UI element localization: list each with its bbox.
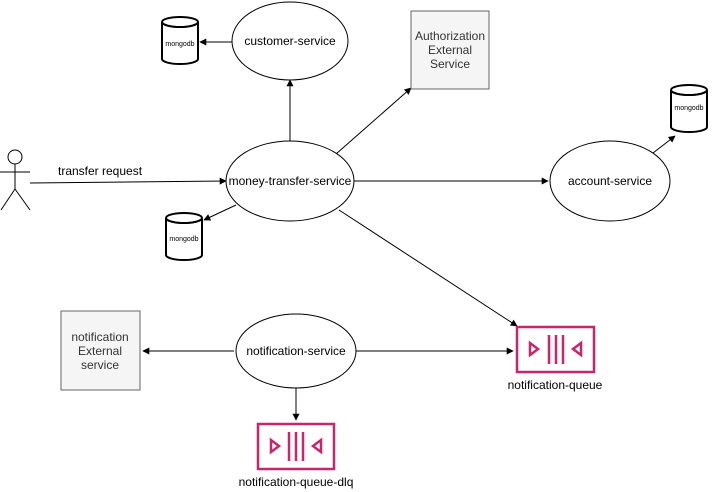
node-money-transfer-service[interactable]: money-transfer-service	[225, 140, 355, 222]
node-notification-external-service[interactable]: notification External service	[60, 310, 141, 391]
edge-money-transfer-to-authorization	[335, 87, 412, 155]
notification-queue-dlq-label: notification-queue-dlq	[239, 475, 354, 489]
authorization-label-line-1: Authorization	[415, 29, 485, 43]
database-icon-account[interactable]: mongodb	[670, 84, 708, 133]
user-actor-icon	[0, 149, 31, 211]
node-account-service[interactable]: account-service	[549, 140, 671, 222]
notification-external-label-line-3: service	[81, 358, 119, 372]
notification-external-label-line-2: External	[78, 344, 122, 358]
authorization-label-line-3: Service	[430, 57, 470, 71]
node-money-transfer-service-label: money-transfer-service	[229, 174, 352, 188]
queue-icon	[256, 422, 336, 471]
node-account-service-label: account-service	[568, 174, 652, 188]
node-customer-service-label: customer-service	[244, 34, 336, 48]
database-icon-customer[interactable]: mongodb	[161, 16, 199, 65]
authorization-label-line-2: External	[428, 43, 472, 57]
notification-external-label-line-1: notification	[71, 330, 128, 344]
queue-icon	[515, 325, 596, 374]
node-authorization-external-service[interactable]: Authorization External Service	[410, 10, 490, 90]
node-notification-queue[interactable]: notification-queue	[508, 325, 603, 392]
database-icon-transfer[interactable]: mongodb	[165, 212, 203, 261]
node-customer-service[interactable]: customer-service	[231, 1, 349, 81]
edge-label-transfer-request: transfer request	[58, 164, 143, 178]
node-notification-queue-dlq[interactable]: notification-queue-dlq	[239, 422, 354, 489]
node-notification-service[interactable]: notification-service	[235, 313, 357, 389]
database-label-transfer: mongodb	[169, 236, 198, 243]
edge-actor-to-money-transfer	[29, 177, 227, 185]
database-label-customer: mongodb	[165, 41, 194, 48]
edge-money-transfer-to-notification-queue	[338, 209, 518, 327]
edge-account-to-db	[652, 135, 676, 154]
node-notification-service-label: notification-service	[246, 344, 346, 358]
database-label-account: mongodb	[674, 105, 703, 112]
edges	[29, 38, 676, 421]
edge-money-transfer-to-db	[203, 204, 237, 221]
notification-queue-label: notification-queue	[508, 378, 603, 392]
